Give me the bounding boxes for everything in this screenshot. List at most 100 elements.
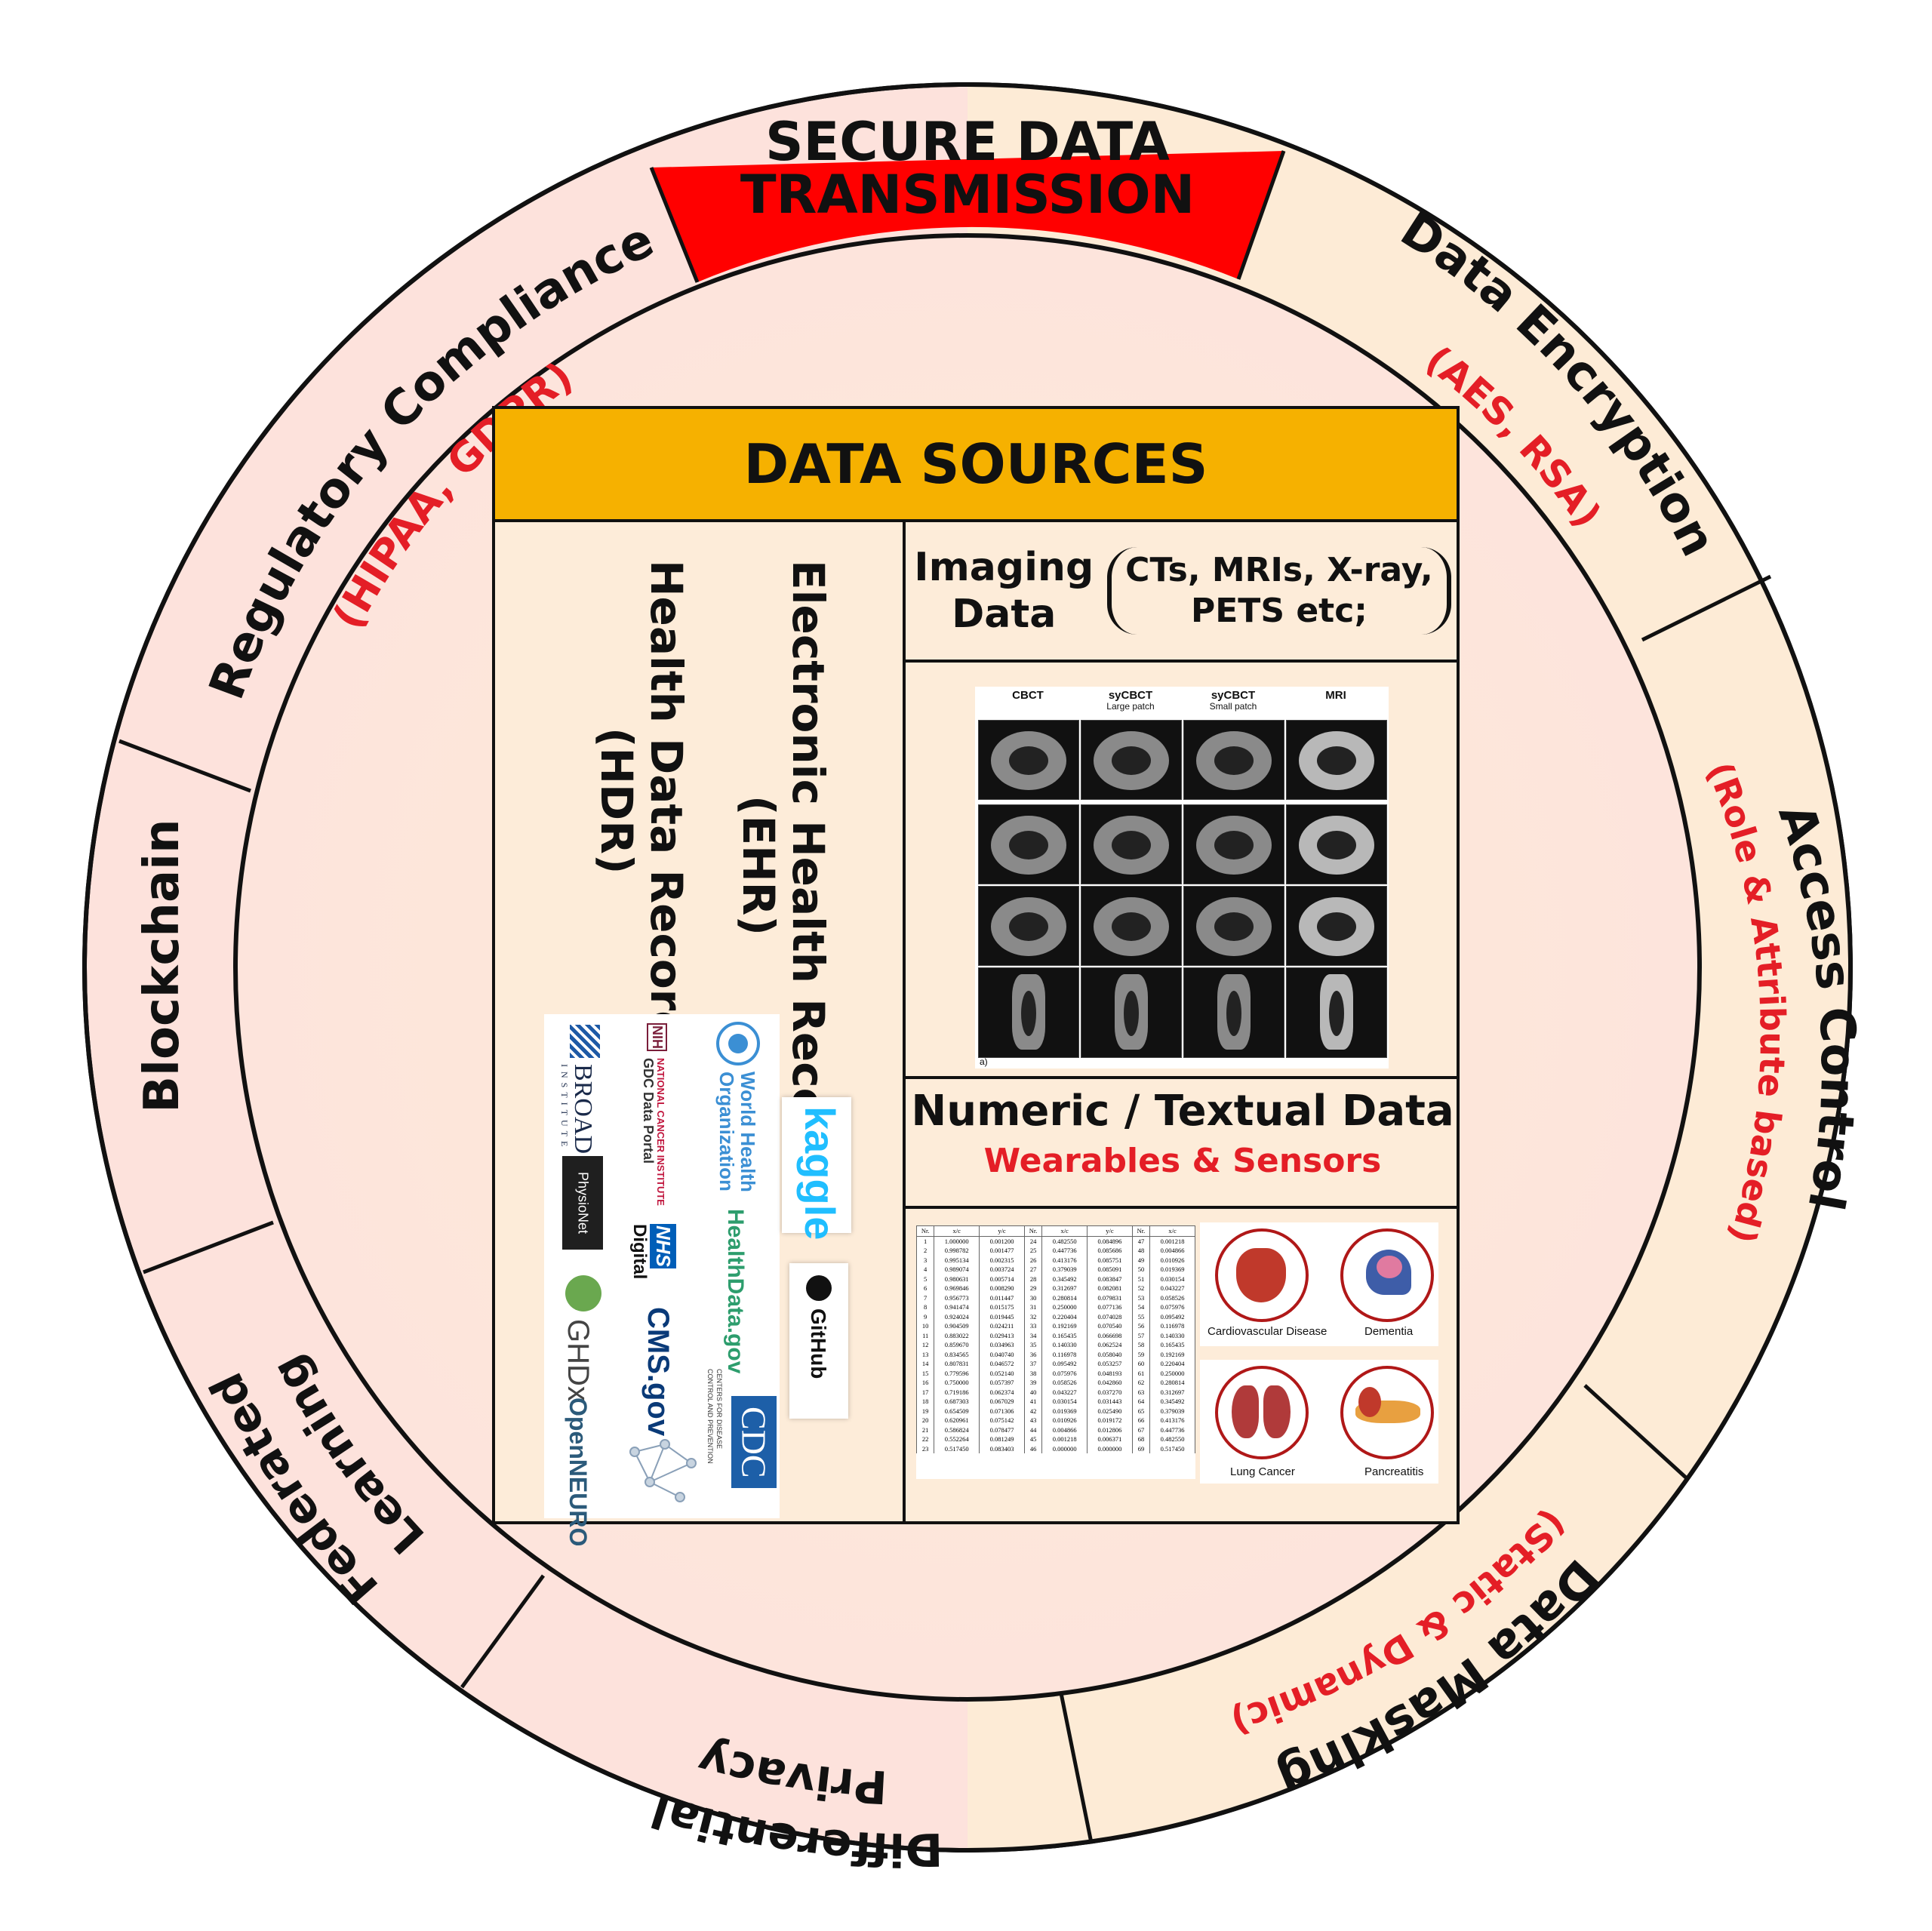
who-icon (716, 1022, 760, 1065)
table-cell: 25 (1023, 1246, 1043, 1256)
table-cell: 0.834565 (934, 1349, 980, 1359)
numeric-sub: Wearables & Sensors (983, 1142, 1382, 1180)
imaging-data-section: Imaging Data CTs, MRIs, X-ray, PETS etc; (906, 522, 1460, 660)
table-cell: 0.012806 (1087, 1425, 1133, 1434)
table-cell: 0.280814 (1149, 1378, 1195, 1388)
data-source-logos: World Health Organization NIH NATIONAL C… (544, 1014, 780, 1546)
table-header-cell: y/c (1087, 1225, 1133, 1237)
table-cell: 0.031443 (1087, 1397, 1133, 1407)
table-cell: 0.001477 (979, 1246, 1025, 1256)
table-cell: 18 (915, 1397, 935, 1407)
table-cell: 11 (915, 1330, 935, 1340)
table-cell: 0.620961 (934, 1416, 980, 1425)
table-cell: 0.029413 (979, 1330, 1025, 1340)
data-sources-title: DATA SOURCES (495, 409, 1457, 522)
github-icon (806, 1275, 832, 1301)
ghdx-icon (565, 1275, 601, 1311)
data-sources-box: DATA SOURCES Electronic Health Record (E… (492, 406, 1460, 1546)
scan-image (978, 720, 1079, 800)
outer-ring-border (82, 82, 1853, 1853)
table-cell: 0.250000 (1149, 1368, 1195, 1378)
table-cell: 0.807831 (934, 1359, 980, 1369)
table-cell: 0.413176 (1149, 1416, 1195, 1425)
table-cell: 38 (1023, 1368, 1043, 1378)
table-cell: 0.043227 (1149, 1284, 1195, 1293)
scan-image (978, 886, 1079, 966)
nci-logo: NATIONAL CANCER INSTITUTE GDC Data Porta… (641, 1058, 666, 1206)
table-cell: 0.003724 (979, 1265, 1025, 1275)
disease-card-2: Lung Cancer Pancreatitis (1200, 1360, 1438, 1484)
table-cell: 0.040740 (979, 1349, 1025, 1359)
table-cell: 0.517450 (934, 1444, 980, 1453)
table-cell: 0.379039 (1041, 1265, 1088, 1275)
imaging-title-line1: Imaging (914, 545, 1094, 590)
kaggle-card: kaggle (782, 1097, 851, 1240)
table-cell: 64 (1131, 1397, 1151, 1407)
ehr-line1: Electronic Health Record (783, 560, 834, 1171)
table-cell: 0.904509 (934, 1321, 980, 1331)
table-cell: 60 (1131, 1359, 1151, 1369)
table-cell: 59 (1131, 1349, 1151, 1359)
table-cell: 0.998782 (934, 1246, 980, 1256)
who-line1: World Health (737, 1072, 759, 1192)
scan-image (1183, 886, 1284, 966)
table-cell: 1.000000 (934, 1236, 980, 1246)
secure-title-line2: TRANSMISSION (740, 164, 1195, 226)
table-cell: 5 (915, 1274, 935, 1284)
table-cell: 0.084896 (1087, 1236, 1133, 1246)
table-cell: 61 (1131, 1368, 1151, 1378)
table-cell: 0.379039 (1149, 1406, 1195, 1416)
cdc-subtitle: CENTERS FOR DISEASE CONTROL AND PREVENTI… (706, 1369, 724, 1464)
table-cell: 4 (915, 1265, 935, 1275)
table-cell: 0.075976 (1041, 1368, 1088, 1378)
table-cell: 0.081249 (979, 1434, 1025, 1444)
table-header-cell: x/c (934, 1225, 980, 1237)
table-cell: 0.043227 (1041, 1387, 1088, 1397)
table-cell: 0.482550 (1149, 1434, 1195, 1444)
scan-image (1081, 804, 1182, 884)
table-cell: 0.220404 (1149, 1359, 1195, 1369)
row-divider-3 (906, 1206, 1460, 1209)
table-cell: 66 (1131, 1416, 1151, 1425)
table-cell: 0.058040 (1087, 1349, 1133, 1359)
broad-icon (570, 1025, 600, 1058)
table-cell: 0.001218 (1149, 1236, 1195, 1246)
table-cell: 0.995134 (934, 1255, 980, 1265)
table-cell: 67 (1131, 1425, 1151, 1434)
table-cell: 0.165435 (1149, 1340, 1195, 1350)
segment-dividers (118, 150, 1772, 1843)
table-cell: 43 (1023, 1416, 1043, 1425)
table-cell: 58 (1131, 1340, 1151, 1350)
table-cell: 22 (915, 1434, 935, 1444)
table-cell: 1 (915, 1236, 935, 1246)
numeric-title: Numeric / Textual Data (911, 1087, 1454, 1136)
scan-image (1081, 967, 1182, 1058)
numeric-data-section: Numeric / Textual Data Wearables & Senso… (906, 1079, 1460, 1206)
hdr-line1: Health Data Record (641, 560, 692, 1042)
kaggle-logo: kaggle (796, 1106, 844, 1241)
table-cell: 0.345492 (1149, 1397, 1195, 1407)
table-cell: 21 (915, 1425, 935, 1434)
scan-image (1286, 886, 1387, 966)
table-cell: 0.085091 (1087, 1265, 1133, 1275)
table-cell: 9 (915, 1311, 935, 1321)
table-cell: 0.077136 (1087, 1302, 1133, 1312)
table-cell: 0.000000 (1041, 1444, 1088, 1453)
table-cell: 0.019445 (979, 1311, 1025, 1321)
pancreas-icon (1340, 1366, 1434, 1459)
table-cell: 0.192169 (1041, 1321, 1088, 1331)
broad-logo: BROAD INSTITUTE (559, 1064, 597, 1154)
table-cell: 0.116978 (1149, 1321, 1195, 1331)
